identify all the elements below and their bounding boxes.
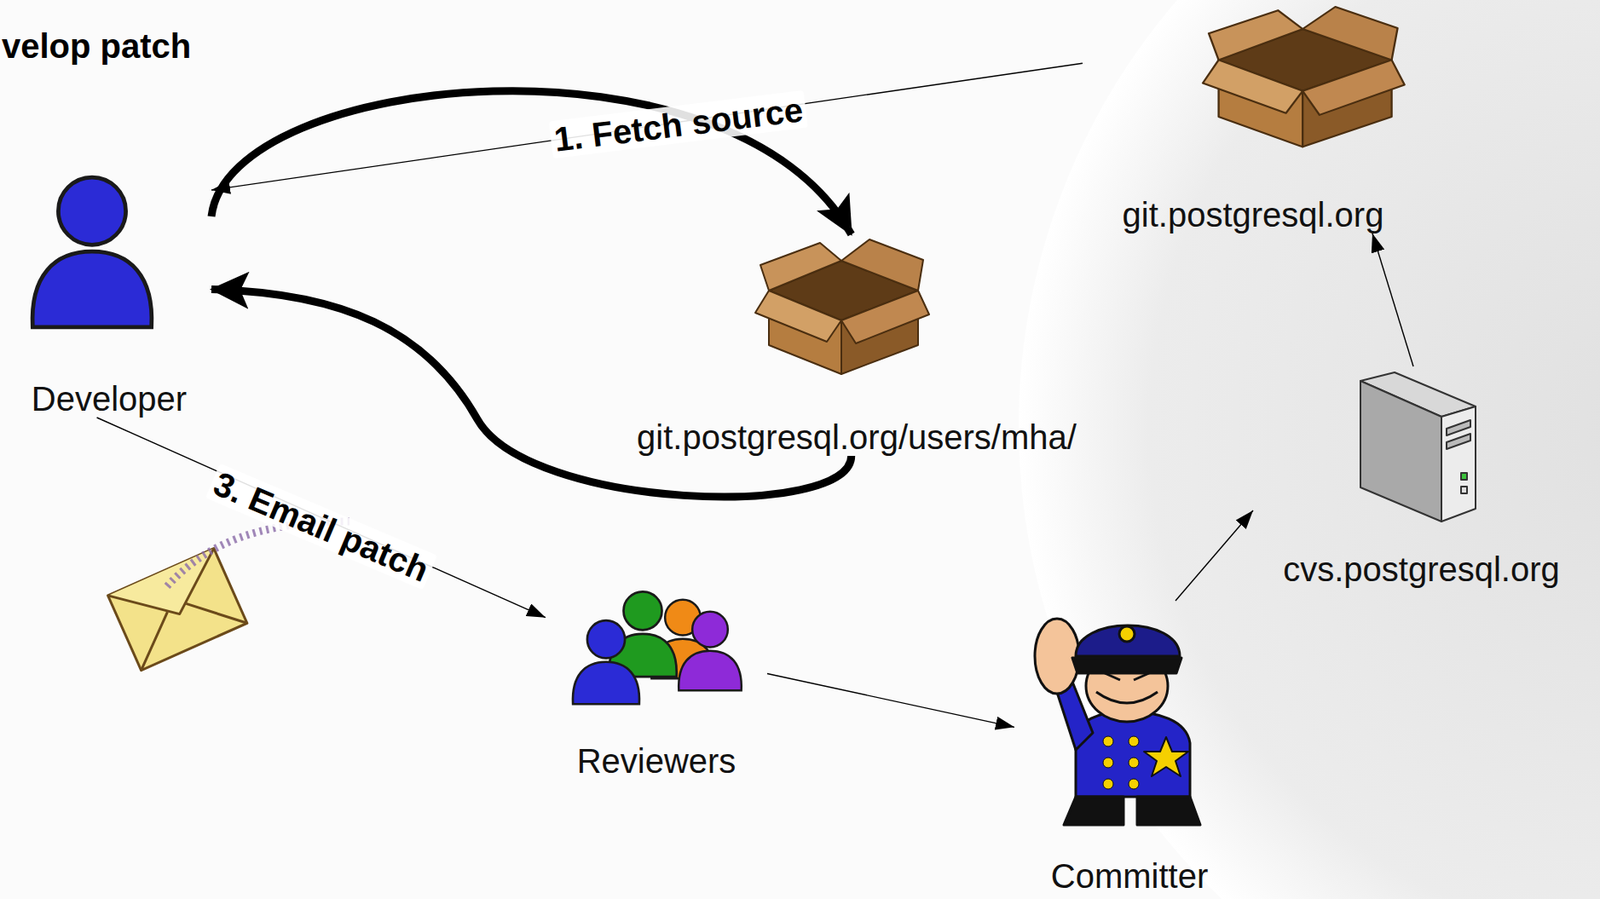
- committer-icon: [1034, 618, 1201, 826]
- reviewers-icon-part: [572, 620, 640, 705]
- committer-icon-part: [1103, 757, 1114, 769]
- repository-box-icon-part: [1302, 6, 1398, 60]
- repository-box-icon-part: [841, 239, 924, 291]
- thick-arrow: [211, 289, 852, 497]
- envelope-icon-part: [108, 548, 233, 639]
- node-label: cvs.postgresql.org: [1282, 550, 1560, 589]
- committer-icon-part: [1137, 797, 1201, 826]
- server-icon: [1360, 372, 1476, 522]
- repository-node: git.postgresql.org: [1082, 3, 1424, 234]
- repository-box-icon-part: [1302, 59, 1404, 115]
- server-icon-part: [1461, 486, 1468, 494]
- connector-arrow: [1175, 510, 1254, 601]
- committer-icon-part: [1143, 737, 1189, 777]
- repository-box-icon-part: [841, 290, 930, 344]
- repository-box-icon: [755, 239, 930, 375]
- envelope-icon-part: [108, 548, 248, 671]
- repository-box-icon-part: [760, 242, 842, 291]
- committer-icon-part: [1075, 711, 1190, 798]
- developer-icon: [32, 177, 152, 328]
- committer-icon-part: [1128, 736, 1139, 747]
- server-icon-part: [1441, 406, 1476, 522]
- connector-arrow: [211, 63, 1083, 191]
- committer-icon-part: [1063, 797, 1124, 826]
- server-icon-part: [1360, 381, 1442, 522]
- reviewers-icon: [572, 591, 742, 705]
- committer-icon-part: [1128, 779, 1139, 790]
- committer-icon-part: [1103, 779, 1114, 790]
- node-label: Committer: [1051, 857, 1208, 896]
- edge-label: 1. Fetch source: [548, 90, 809, 159]
- envelope-icon: [108, 548, 248, 671]
- repository-box-icon-part: [1202, 59, 1303, 113]
- background-circle: [1018, 0, 1600, 899]
- repository-box-icon-part: [755, 290, 842, 342]
- repository-node: git.postgresql.org/users/mha/: [588, 234, 1126, 457]
- server-node: cvs.postgresql.org: [1253, 366, 1590, 589]
- repository-box-icon: [1202, 6, 1405, 147]
- slide-title: velop patch: [1, 27, 191, 65]
- committer-icon-part: [1034, 618, 1080, 694]
- committer-icon-part: [1119, 626, 1135, 642]
- envelope-icon-part: [123, 584, 248, 671]
- node-label: git.postgresql.org: [1122, 196, 1385, 234]
- server-icon-part: [1446, 420, 1471, 436]
- connector-arrow: [97, 417, 546, 619]
- committer-icon-part: [1096, 692, 1158, 704]
- reviewers-icon-part: [678, 612, 742, 692]
- developer-node: Developer: [6, 166, 212, 418]
- committer-node: Committer: [1014, 600, 1245, 896]
- committer-icon-part: [1072, 658, 1182, 674]
- node-label: git.postgresql.org/users/mha/: [636, 418, 1077, 457]
- node-label: Reviewers: [577, 742, 737, 780]
- committer-icon-part: [1103, 736, 1114, 747]
- reviewers-node: Reviewers: [545, 579, 768, 780]
- server-icon-part: [1446, 433, 1471, 450]
- node-label: Developer: [31, 380, 187, 418]
- edge-label: 3. Email patch: [205, 463, 438, 591]
- committer-icon-part: [1075, 625, 1180, 657]
- repository-box-icon-part: [1208, 10, 1303, 60]
- connector-arrow: [1372, 233, 1414, 367]
- server-icon-part: [1461, 473, 1468, 480]
- committer-icon-part: [1128, 757, 1139, 769]
- connector-arrow: [767, 673, 1015, 728]
- thick-arrow: [211, 91, 852, 235]
